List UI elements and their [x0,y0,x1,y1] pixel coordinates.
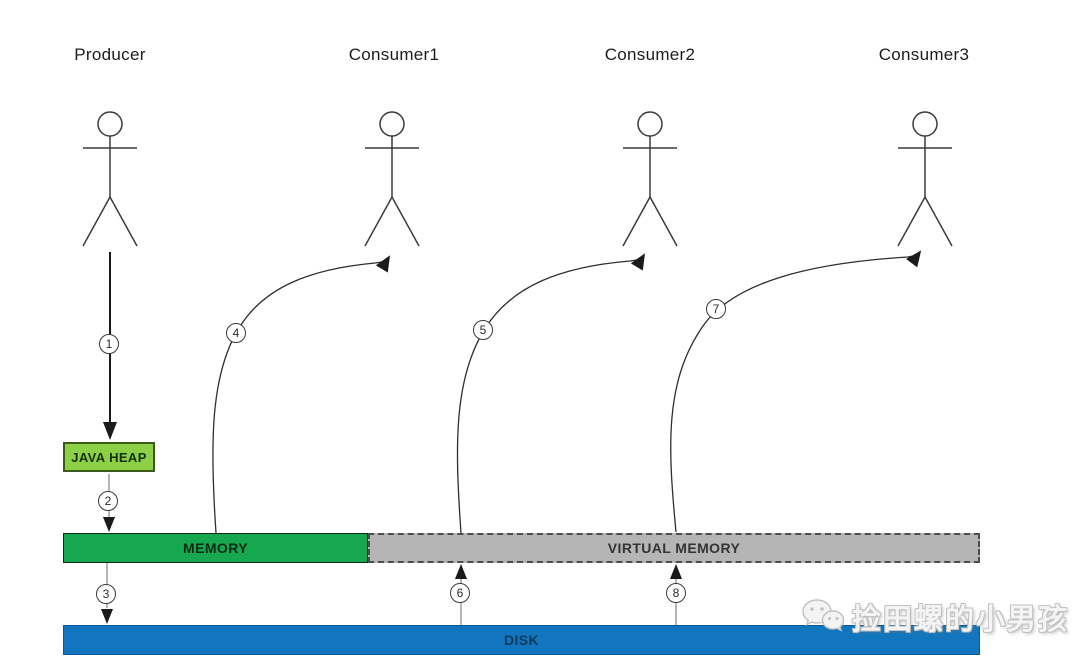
step-badge-8: 8 [666,583,686,603]
step-badge-5: 5 [473,320,493,340]
step-badge-1: 1 [99,334,119,354]
arrow-step-7 [670,250,922,533]
step-badge-2: 2 [98,491,118,511]
memory-bar: MEMORY [63,533,368,563]
actor-label-consumer2: Consumer2 [604,45,696,64]
disk-bar: DISK [63,625,980,655]
consumer3-figure-icon [897,111,953,247]
producer-figure-icon [82,111,138,247]
wechat-icon [802,599,845,632]
watermark: 捡田螺的小男孩 [800,594,1069,640]
step-badge-4: 4 [226,323,246,343]
step-badge-7: 7 [706,299,726,319]
arrow-step-5 [456,253,646,534]
consumer2-figure-icon [622,111,678,247]
actor-label-producer: Producer [74,45,146,64]
virtual-memory-bar: VIRTUAL MEMORY [368,533,980,563]
step-badge-6: 6 [450,583,470,603]
step-badge-3: 3 [96,584,116,604]
actor-label-consumer1: Consumer1 [348,45,440,64]
watermark-text: 捡田螺的小男孩 [852,604,1070,636]
actor-label-consumer3: Consumer3 [878,45,970,64]
consumer1-figure-icon [364,111,420,247]
arrow-step-4 [212,255,391,534]
java-heap-box: JAVA HEAP [63,442,155,472]
